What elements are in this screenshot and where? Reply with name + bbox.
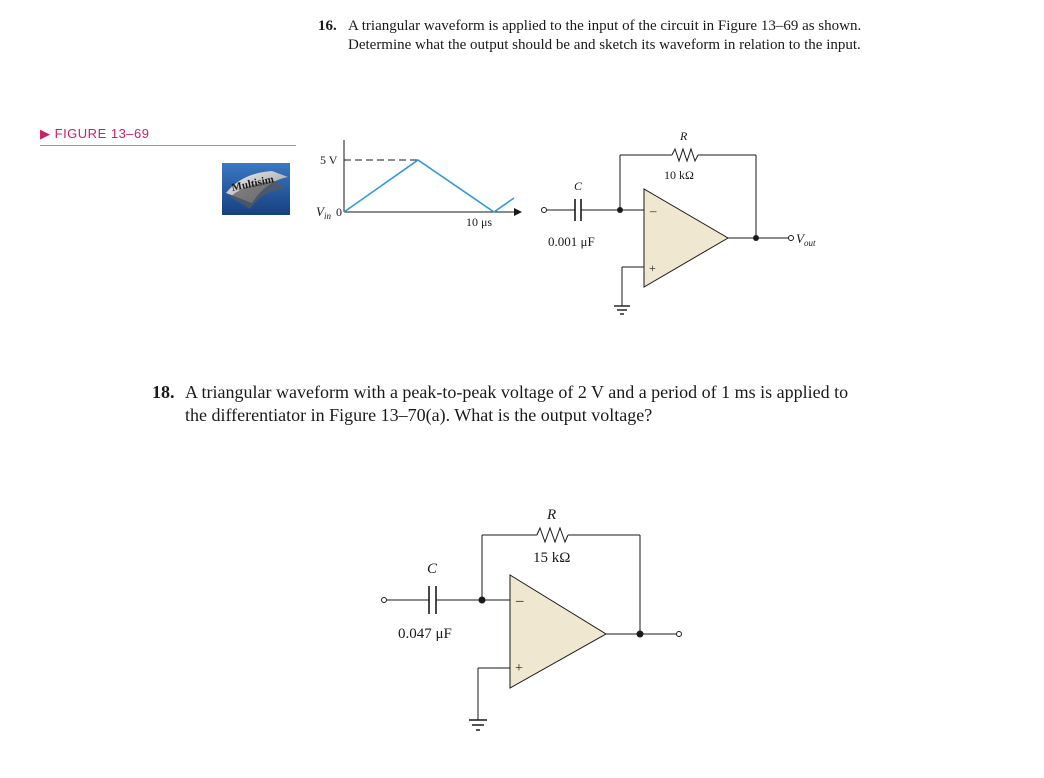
problem-16: 16. A triangular waveform is applied to … bbox=[318, 17, 998, 55]
problem-number: 18. bbox=[152, 382, 175, 402]
problem-18: 18. A triangular waveform with a peak-to… bbox=[152, 381, 1012, 427]
capacitor-name: C bbox=[574, 179, 583, 193]
vmax-label: 5 V bbox=[320, 153, 338, 167]
op-amp bbox=[509, 574, 607, 689]
multisim-logo[interactable]: Multisim bbox=[222, 163, 290, 215]
problem-text-line2: Determine what the output should be and … bbox=[348, 37, 861, 53]
resistor bbox=[671, 147, 699, 163]
capacitor-value: 0.001 μF bbox=[548, 234, 595, 249]
resistor-name: R bbox=[546, 507, 556, 523]
problem-text-line2: the differentiator in Figure 13–70(a). W… bbox=[185, 405, 653, 425]
op-amp bbox=[643, 188, 729, 288]
junction-dot bbox=[636, 630, 644, 638]
input-terminal bbox=[541, 207, 547, 213]
op-amp-minus: – bbox=[515, 593, 524, 609]
figure-13-70a-circuit: C 0.047 μF R 15 kΩ – + bbox=[381, 507, 682, 731]
input-terminal bbox=[381, 597, 387, 603]
triangular-waveform bbox=[343, 159, 515, 213]
op-amp-plus: + bbox=[515, 661, 523, 676]
junction-dot bbox=[753, 235, 759, 241]
vin-label: Vin bbox=[316, 204, 331, 221]
figure-rule bbox=[40, 145, 296, 146]
resistor-name: R bbox=[679, 129, 688, 143]
problem-text-line1: A triangular waveform is applied to the … bbox=[348, 18, 862, 34]
time-label: 10 μs bbox=[466, 215, 492, 229]
op-amp-minus: – bbox=[649, 203, 657, 218]
figure-13-69-circuit: 5 V Vin 0 10 μs C 0.001 μF R 10 kΩ – + V… bbox=[316, 129, 816, 315]
resistor bbox=[536, 526, 569, 544]
output-terminal bbox=[788, 235, 794, 241]
figure-arrow-icon: ▶ bbox=[40, 126, 51, 141]
problem-number: 16. bbox=[318, 18, 337, 34]
x-axis-arrow-icon bbox=[514, 208, 522, 216]
output-terminal bbox=[676, 631, 682, 637]
capacitor-value: 0.047 μF bbox=[398, 626, 452, 642]
resistor-value: 10 kΩ bbox=[664, 168, 694, 182]
op-amp-plus: + bbox=[649, 261, 656, 275]
problem-text-line1: A triangular waveform with a peak-to-pea… bbox=[185, 382, 849, 402]
capacitor-name: C bbox=[427, 561, 438, 577]
zero-label: 0 bbox=[336, 205, 342, 219]
resistor-value: 15 kΩ bbox=[533, 550, 570, 566]
figure-label: ▶ FIGURE 13–69 bbox=[40, 126, 150, 142]
figure-label-text: FIGURE 13–69 bbox=[54, 126, 150, 141]
vout-label: Vout bbox=[796, 231, 816, 248]
